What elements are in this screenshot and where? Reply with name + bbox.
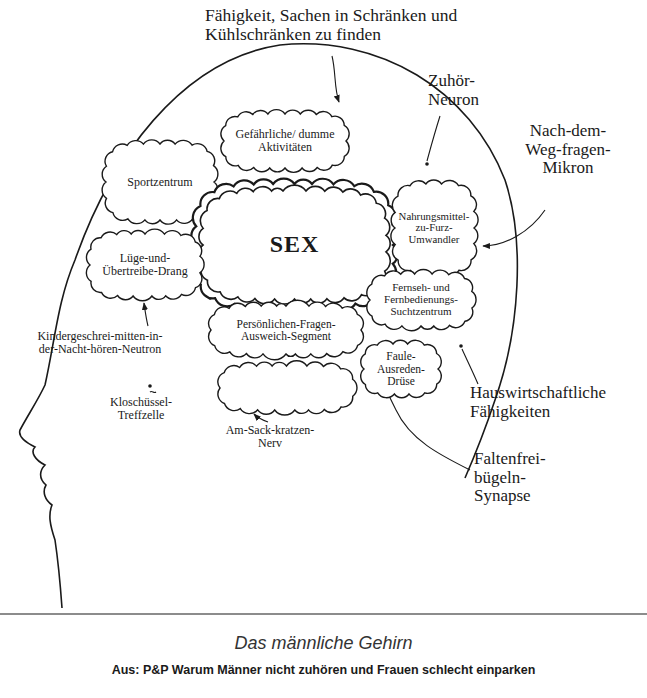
region-label: Sportzentrum — [114, 176, 206, 189]
cloud-outline — [209, 300, 364, 360]
callout-label: Kloschüssel-Treffzelle — [98, 396, 184, 422]
callout-label: Am-Sack-kratzen-Nerv — [222, 424, 318, 450]
callout-label: Zuhör-Neuron — [428, 72, 512, 109]
callout-label: Hauswirtschaftliche Fähigkeiten — [470, 384, 630, 421]
frame-line — [0, 613, 647, 614]
region-label: Faule-Ausreden-Drüse — [369, 350, 433, 387]
brain-region: SEX — [192, 180, 397, 310]
region-label: Nahrungsmittel-zu-Furz-Umwandler — [398, 211, 471, 246]
cloud-outline — [367, 270, 476, 331]
region-label: Fernseh- und Fernbedienungs-Suchtzentrum — [376, 282, 466, 318]
caption: Das männliche Gehirn — [0, 634, 647, 654]
source-note: Aus: P&P Warum Männer nicht zuhören und … — [4, 664, 643, 678]
callout-label: Faltenfrei-bügeln-Synapse — [474, 450, 574, 506]
brain-region: Gefährliche/ dumme Aktivitäten — [218, 108, 352, 174]
cloud-outline — [390, 180, 477, 276]
region-label: Lüge-und-Übertreibe-Drang — [98, 252, 192, 278]
head-outline — [20, 44, 518, 608]
brain-region: Fernseh- und Fernbedienungs-Suchtzentrum — [364, 268, 478, 332]
cloud-outline — [218, 361, 357, 415]
callout-label: Kindergeschrei-mitten-in-der-Nacht-hören… — [36, 330, 164, 356]
cloud-outline — [221, 110, 349, 173]
cloud-outline — [199, 185, 391, 304]
callout-label: Fähigkeit, Sachen in Schränken und Kühls… — [205, 6, 467, 45]
callout-label: Nach-dem-Weg-fragen-Mikron — [522, 122, 614, 178]
region-label: Persönlichen-Fragen-Ausweich-Segment — [219, 318, 353, 343]
brain-region: Nahrungsmittel-zu-Furz-Umwandler — [389, 178, 480, 278]
brain-region: Faule-Ausreden-Drüse — [358, 338, 444, 400]
region-label: Gefährliche/ dumme Aktivitäten — [232, 128, 338, 154]
cloud-outline — [361, 340, 442, 397]
empty-lobe — [218, 361, 357, 415]
region-label: SEX — [212, 232, 377, 258]
brain-region: Lüge-und-Übertreibe-Drang — [84, 228, 206, 302]
cloud-outline — [86, 229, 204, 301]
brain-region: Persönlichen-Fragen-Ausweich-Segment — [205, 300, 367, 360]
